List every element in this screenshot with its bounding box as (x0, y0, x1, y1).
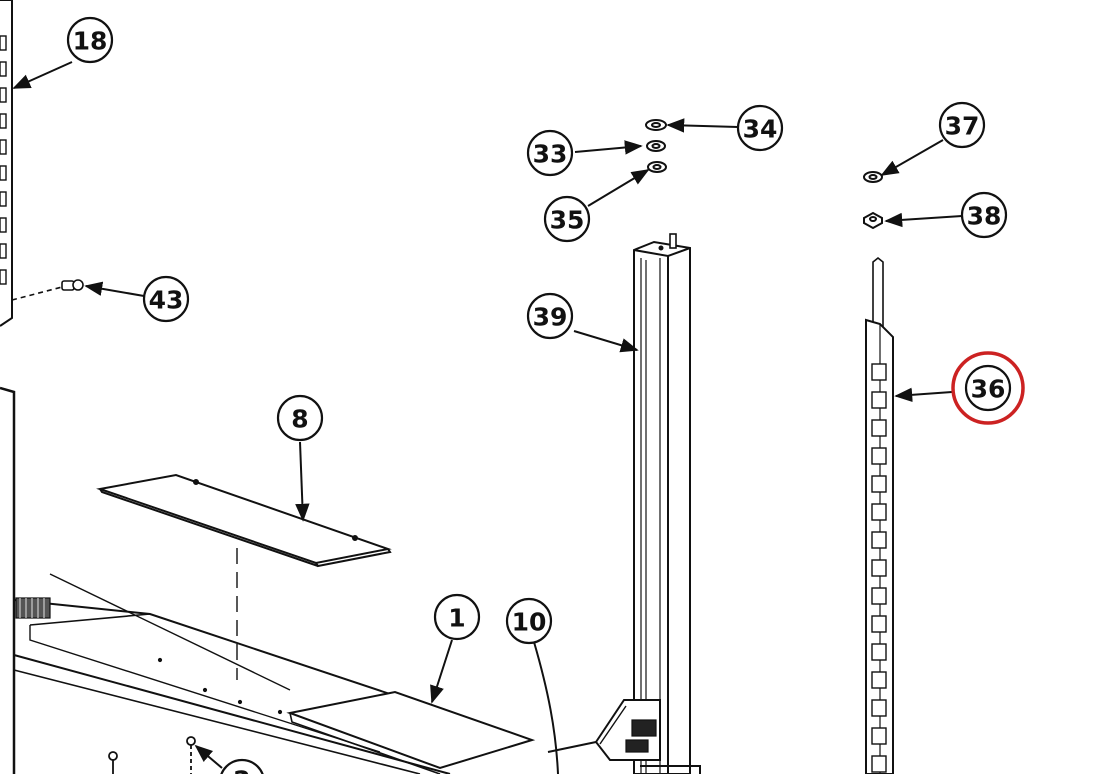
part-39-post (547, 233, 701, 775)
callout-43: 43 (149, 286, 184, 315)
part-1-runway (13, 573, 536, 775)
part-18-slotted-column (0, 0, 13, 327)
callout-34: 34 (743, 115, 778, 144)
callout-36: 36 (971, 375, 1006, 404)
callout-10-circle (505, 597, 553, 645)
callout-8-circle (276, 394, 324, 442)
callout-18: 18 (73, 27, 108, 56)
callout-37: 37 (945, 112, 980, 141)
callout-38: 38 (967, 202, 1002, 231)
callout-43-circle (142, 275, 190, 323)
callout-35-circle (543, 195, 591, 243)
left-post-edge (0, 386, 16, 774)
callout-36-circle (964, 364, 1012, 412)
callout-2: 2 (233, 766, 250, 775)
callout-10: 10 (512, 608, 547, 637)
leader-lines (12, 61, 963, 704)
callout-8: 8 (291, 405, 308, 434)
callout-34-circle (736, 104, 784, 152)
parts-37-38-hardware (863, 171, 883, 230)
part-43-bolt (11, 279, 84, 301)
callout-18-circle (66, 16, 114, 64)
callout-1: 1 (448, 604, 465, 633)
callout-38-circle (960, 191, 1008, 239)
callout-37-circle (938, 101, 986, 149)
leader-line-10 (533, 641, 559, 775)
callout-35: 35 (550, 206, 585, 235)
parts-33-35-hardware (645, 119, 667, 173)
leader-line-2 (194, 744, 223, 769)
part-8-cover-plate (96, 473, 392, 680)
callout-1-circle (433, 593, 481, 641)
callout-33: 33 (533, 140, 568, 169)
callout-39: 39 (533, 303, 568, 332)
callout-39-circle (526, 292, 574, 340)
highlight-ring (951, 351, 1025, 425)
callout-33-circle (526, 129, 574, 177)
part-36-locking-bar (865, 256, 894, 775)
part-2-bolts (108, 736, 196, 774)
